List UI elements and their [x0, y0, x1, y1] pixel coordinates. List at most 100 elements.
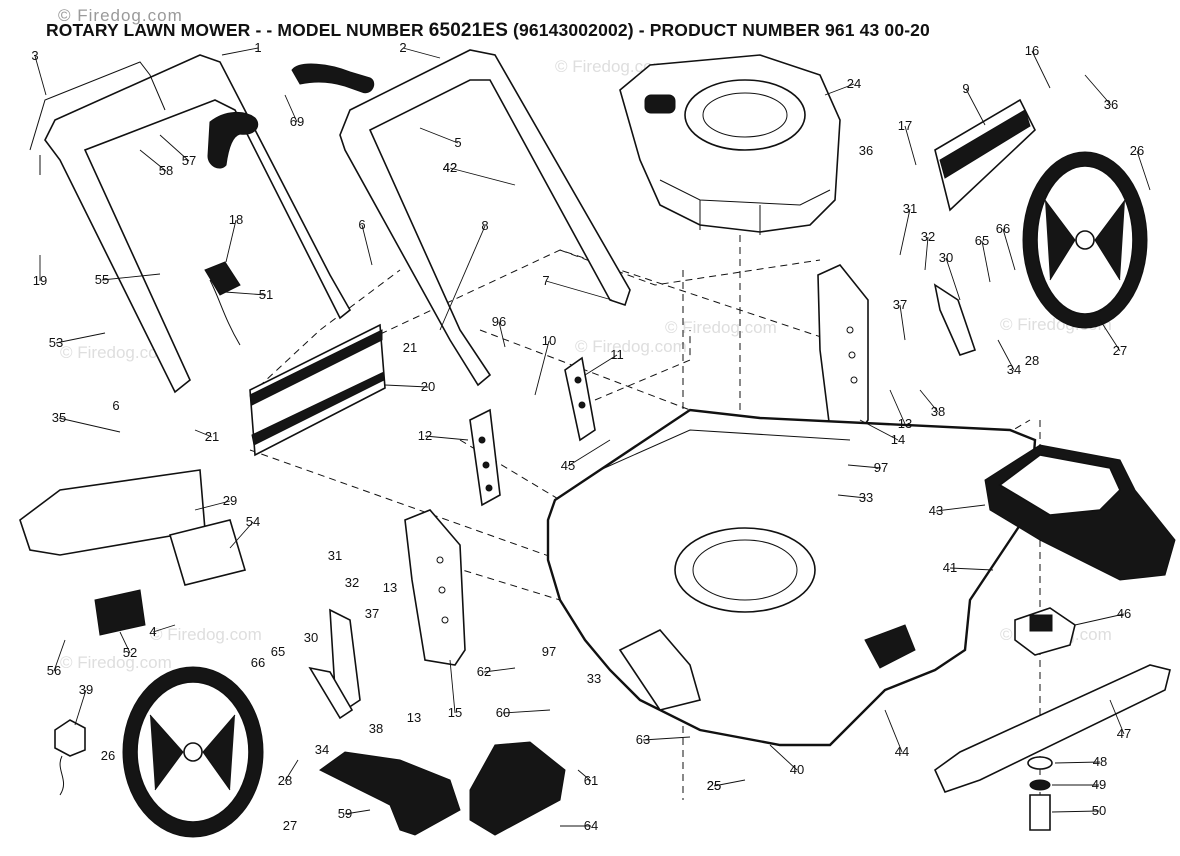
- leader-line-41: [949, 567, 994, 571]
- leader-line-7: [545, 280, 613, 301]
- part-label-38: 38: [369, 721, 383, 736]
- part-label-35: 35: [52, 410, 66, 425]
- part-label-55: 55: [95, 272, 109, 287]
- part-label-43: 43: [929, 503, 943, 518]
- handle-wire: [29, 61, 166, 175]
- leader-line-57: [159, 134, 190, 162]
- title-suffix: (96143002002) - PRODUCT NUMBER 961 43 00…: [508, 20, 930, 40]
- leader-line-35: [58, 417, 121, 433]
- part-label-64: 64: [584, 818, 598, 833]
- part-label-49: 49: [1092, 777, 1106, 792]
- leader-line-13: [889, 389, 906, 425]
- leader-line-60: [502, 709, 551, 714]
- leader-line-32: [924, 236, 929, 271]
- part-label-37: 37: [893, 297, 907, 312]
- leader-line-26: [1136, 150, 1151, 191]
- leader-line-16: [1031, 50, 1051, 89]
- part-label-7: 7: [542, 273, 549, 288]
- part-label-53: 53: [49, 335, 63, 350]
- leader-line-53: [55, 332, 106, 344]
- part-label-31: 31: [328, 548, 342, 563]
- part-label-12: 12: [418, 428, 432, 443]
- part-label-11: 11: [610, 347, 624, 362]
- leader-line-27: [1099, 319, 1121, 352]
- rear-flap: [249, 323, 386, 457]
- part-label-41: 41: [943, 560, 957, 575]
- leader-line-20: [384, 384, 429, 388]
- part-label-10: 10: [542, 333, 556, 348]
- cutting-blade: [934, 664, 1171, 793]
- part-label-1: 1: [254, 40, 261, 55]
- leader-line-10: [534, 340, 550, 396]
- part-label-39: 39: [79, 682, 93, 697]
- part-label-42: 42: [443, 160, 457, 175]
- part-label-30: 30: [939, 250, 953, 265]
- part-label-46: 46: [1117, 606, 1131, 621]
- part-label-54: 54: [246, 514, 260, 529]
- handle-grips: [207, 63, 375, 169]
- leader-line-31: [899, 208, 911, 256]
- part-label-26: 26: [101, 748, 115, 763]
- leader-line-43: [935, 504, 986, 512]
- part-label-32: 32: [921, 229, 935, 244]
- deck-baffle: [984, 444, 1176, 581]
- leader-line-56: [53, 639, 66, 672]
- lower-handle: [44, 54, 352, 394]
- leader-line-4: [152, 624, 176, 633]
- part-label-60: 60: [496, 705, 510, 720]
- leader-line-37: [899, 304, 906, 341]
- watermark-top: © Firedog.com: [58, 6, 183, 25]
- part-label-24: 24: [847, 76, 861, 91]
- height-adjuster-left: [308, 509, 466, 720]
- part-label-25: 25: [707, 778, 721, 793]
- title-prefix: ROTARY LAWN MOWER - - MODEL NUMBER: [46, 20, 429, 40]
- leader-line-97: [847, 464, 882, 469]
- part-label-96: 96: [492, 314, 506, 329]
- part-label-36: 36: [859, 143, 873, 158]
- part-label-65: 65: [271, 644, 285, 659]
- leader-line-50: [1051, 810, 1100, 813]
- leader-line-52: [119, 631, 131, 654]
- diagram-title: ROTARY LAWN MOWER - - MODEL NUMBER 65021…: [46, 20, 930, 42]
- part-label-6: 6: [112, 398, 119, 413]
- leader-line-3: [34, 55, 47, 96]
- leader-line-34: [997, 339, 1015, 371]
- leader-line-17: [904, 125, 917, 166]
- part-label-30: 30: [304, 630, 318, 645]
- part-label-4: 4: [149, 624, 156, 639]
- part-label-13: 13: [383, 580, 397, 595]
- leader-line-28: [284, 759, 299, 782]
- part-label-48: 48: [1093, 754, 1107, 769]
- leader-line-9: [965, 88, 986, 126]
- part-label-6: 6: [358, 217, 365, 232]
- part-label-63: 63: [636, 732, 650, 747]
- leader-line-29: [194, 500, 231, 511]
- upper-handle: [339, 49, 631, 387]
- part-label-59: 59: [338, 806, 352, 821]
- part-label-51: 51: [259, 287, 273, 302]
- bag-frame: [934, 98, 1036, 212]
- mower-deck: [546, 408, 1037, 747]
- leader-line-40: [769, 744, 798, 771]
- part-label-32: 32: [345, 575, 359, 590]
- leader-line-59: [344, 809, 371, 815]
- part-label-29: 29: [223, 493, 237, 508]
- part-label-34: 34: [315, 742, 329, 757]
- leader-line-38: [919, 389, 939, 413]
- leader-line-6: [361, 224, 373, 266]
- part-label-97: 97: [874, 460, 888, 475]
- leader-line-8: [439, 225, 486, 331]
- watermark-tile: © Firedog.com: [150, 625, 262, 644]
- watermark-tiles: © Firedog.com© Firedog.com© Firedog.com©…: [60, 57, 1112, 672]
- leader-line-42: [449, 167, 516, 186]
- title-bar: ROTARY LAWN MOWER - - MODEL NUMBER 65021…: [0, 0, 1180, 46]
- part-label-42: 42: [443, 160, 457, 175]
- leader-line-39: [74, 689, 87, 726]
- watermark-tile: © Firedog.com: [665, 318, 777, 337]
- leader-line-24: [824, 83, 855, 96]
- leader-line-18: [225, 219, 237, 263]
- mulch-plug: [319, 741, 566, 836]
- leader-line-65: [981, 240, 991, 283]
- front-wheel-left: [122, 666, 264, 838]
- leader-line-55: [101, 273, 161, 281]
